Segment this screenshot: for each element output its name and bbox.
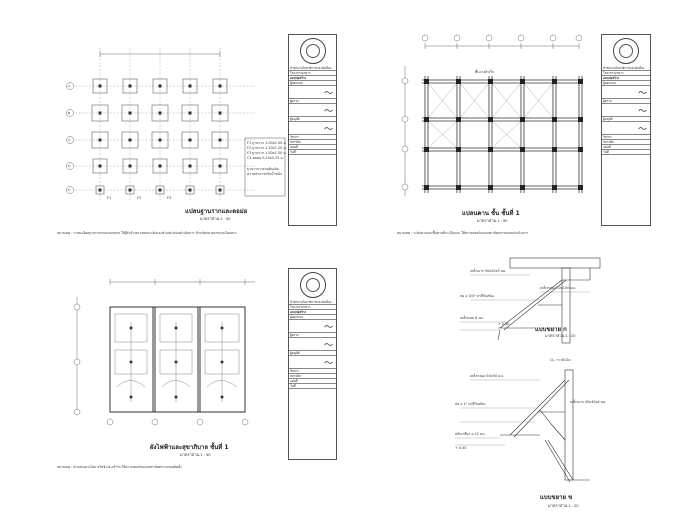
detail-callout: เหล็กฉาก 50x50x5 มม. xyxy=(470,269,507,273)
detail-callout: CL. ราวบันได xyxy=(550,358,571,362)
detail-b-scale: มาตราส่วน 1 : 20 xyxy=(548,503,579,508)
legend-item: C1 ตอม่อ 0.25x0.25 ม. xyxy=(247,156,284,160)
title-block-project: โครงการอาคาร xyxy=(602,71,650,76)
signature-icon xyxy=(289,122,336,135)
footing-legend: F1 ฐานราก 1.00x1.00 ม. F2 ฐานราก 1.20x1.… xyxy=(247,141,287,177)
legend-item: F3 ฐานราก 1.50x1.50 ม. xyxy=(247,151,287,155)
corner-mark: · xyxy=(32,14,34,19)
beam-plan-top-label: พื้นวางสำเร็จ xyxy=(475,70,494,74)
agency-seal-icon xyxy=(299,38,326,64)
title-block: สำนักงานโยธาธิการและผังเมือง โครงการอาคา… xyxy=(601,34,651,226)
sheet-caption: แปลนคาน ชั้น ชั้นที่ 1 xyxy=(462,210,520,217)
grid-label-b: B xyxy=(68,111,71,115)
grid-label-e: E xyxy=(68,188,70,192)
detail-callout: เหล็กกล่อง 50x50 มม. xyxy=(470,374,504,378)
grid-label-a: A xyxy=(68,84,71,88)
legend-note: ฐานรากวางบนดินเดิม ความสามารถรับน้ำหนัก xyxy=(247,167,283,176)
electrical-plan-drawing xyxy=(73,279,255,426)
signature-icon xyxy=(602,104,650,117)
title-block-row: สถาปนิก xyxy=(289,374,336,379)
detail-a-scale: มาตราส่วน 1 : 20 xyxy=(545,333,576,338)
title-block-project: โครงการอาคาร xyxy=(289,71,336,76)
title-block-row: วันที่ xyxy=(289,384,336,389)
detail-callout: + 2.50 xyxy=(498,322,510,326)
signature-icon xyxy=(602,86,650,99)
sheet-foundation-plan: A B C D E F1 F2 F3 F1 ฐานราก 1.00x1.00 ม… xyxy=(55,28,338,243)
title-block-title: แบบก่อสร้าง xyxy=(602,76,650,81)
signature-icon xyxy=(289,104,336,117)
title-block-agency: สำนักงานโยธาธิการและผังเมือง xyxy=(602,66,650,71)
legend-item: F1 ฐานราก 1.00x1.00 ม. xyxy=(247,141,287,145)
sheet-electrical-plan: ผังไฟฟ้าและสุขาภิบาล ชั้นที่ 1 มาตราส่วน… xyxy=(55,262,338,477)
agency-seal-icon xyxy=(299,272,326,298)
signature-icon xyxy=(289,338,336,351)
corner-mark: · xyxy=(648,14,650,19)
beam-plan-drawing xyxy=(401,34,583,196)
sheet-scale: มาตราส่วน 1 : 50 xyxy=(200,216,231,221)
detail-callout: เหล็กฉาก 40x40x4 มม. xyxy=(570,400,607,404)
sheet-scale: มาตราส่วน 1 : 50 xyxy=(180,452,211,457)
detail-callout: เหล็กแผ่น 6 มม. xyxy=(460,316,484,320)
sheet-note: หมายเหตุ : รายละเอียดฐานรากตามแบบขยาย ให… xyxy=(57,231,237,235)
sheet-caption: ผังไฟฟ้าและสุขาภิบาล ชั้นที่ 1 xyxy=(150,444,229,451)
grid-label-c: C xyxy=(68,138,71,142)
title-block: สำนักงานโยธาธิการและผังเมือง โครงการอาคา… xyxy=(288,268,337,460)
title-block-row: วิศวกร xyxy=(289,369,336,374)
title-block-row: วิศวกร xyxy=(289,135,336,140)
title-block: สำนักงานโยธาธิการและผังเมือง โครงการอาคา… xyxy=(288,34,337,226)
title-block-row: แผ่นที่ xyxy=(602,145,650,150)
sheet-details: เหล็กฉาก 50x50x5 มม. เหล็กกล่อง 50x100 ม… xyxy=(440,250,640,515)
foundation-plan-drawing xyxy=(66,48,286,200)
sheet-floor-beam-plan: พื้นวางสำเร็จ แปลนคาน ชั้น ชั้นที่ 1 มาต… xyxy=(397,28,660,243)
sheet-caption: แปลนฐานรากและตอม่อ xyxy=(185,208,248,215)
title-block-row: สถาปนิก xyxy=(289,140,336,145)
title-block-row: สถาปนิก xyxy=(602,140,650,145)
sheet-scale: มาตราส่วน 1 : 50 xyxy=(477,218,508,223)
title-block-row: แผ่นที่ xyxy=(289,379,336,384)
title-block-agency: สำนักงานโยธาธิการและผังเมือง xyxy=(289,66,336,71)
signature-icon xyxy=(289,86,336,99)
signature-icon xyxy=(289,320,336,333)
title-block-row: แผ่นที่ xyxy=(289,145,336,150)
detail-a-title: แบบขยาย ก xyxy=(535,326,567,333)
title-block-title: แบบก่อสร้าง xyxy=(289,76,336,81)
footing-label: F3 xyxy=(167,196,172,200)
footing-label: F1 xyxy=(107,196,112,200)
title-block-agency: สำนักงานโยธาธิการและผังเมือง xyxy=(289,300,336,305)
agency-seal-icon xyxy=(613,38,639,64)
footing-label: F2 xyxy=(137,196,142,200)
detail-callout: เหล็กกล่อง 50x100 มม. xyxy=(540,286,576,290)
detail-callout: ท่อ ⌀ 1" ทาสีกันสนิม xyxy=(455,402,486,406)
title-block-row: วิศวกร xyxy=(602,135,650,140)
grid-label-d: D xyxy=(68,164,71,168)
sheet-note: หมายเหตุ : ตำแหน่งดวงโคม สวิตช์ และเต้าร… xyxy=(57,465,182,469)
title-block-row: วันที่ xyxy=(289,150,336,155)
title-block-row: วันที่ xyxy=(602,150,650,155)
detail-callout: สลักเกลียว ⌀ 12 มม. xyxy=(455,432,486,436)
signature-icon xyxy=(289,356,336,369)
detail-drawings xyxy=(455,257,601,483)
legend-item: F2 ฐานราก 1.20x1.20 ม. xyxy=(247,146,287,150)
signature-icon xyxy=(602,122,650,135)
title-block-title: แบบก่อสร้าง xyxy=(289,310,336,315)
sheet-note: หมายเหตุ : ระดับคานและพื้นตามที่ระบุในแบ… xyxy=(397,231,529,235)
detail-callout: + 0.00 xyxy=(455,446,467,450)
title-block-project: โครงการอาคาร xyxy=(289,305,336,310)
detail-b-title: แบบขยาย ข xyxy=(540,494,573,501)
detail-callout: ท่อ ⌀ 3/4" ทาสีกันสนิม xyxy=(460,294,494,298)
